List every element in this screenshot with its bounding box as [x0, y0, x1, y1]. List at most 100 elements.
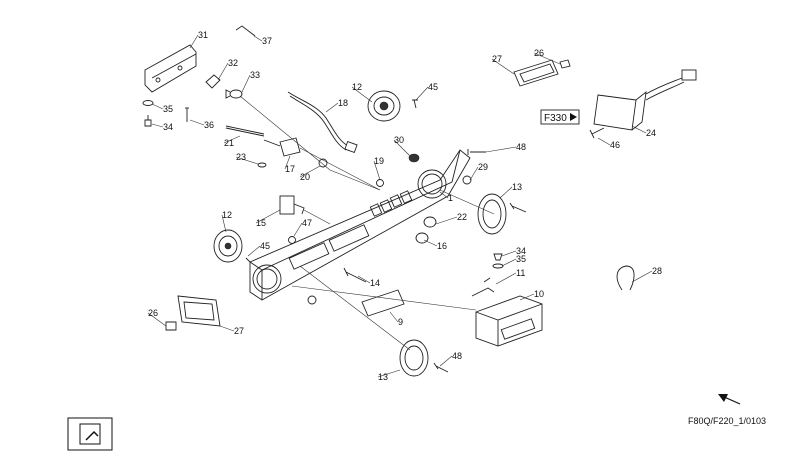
- callout-leader-21: [223, 135, 241, 144]
- callout-26: 26: [148, 308, 158, 318]
- callout-leader-26: [533, 52, 561, 65]
- callout-27: 27: [492, 54, 502, 64]
- callout-leader-26: [147, 312, 167, 327]
- callout-leader-46: [597, 137, 611, 146]
- callout-leader-27: [491, 58, 515, 75]
- callout-33: 33: [250, 70, 260, 80]
- callout-leader-20: [299, 165, 321, 178]
- knob-part-22: [423, 216, 437, 228]
- callout-24: 24: [646, 128, 656, 138]
- screw-part-48-middle: [509, 202, 527, 213]
- callout-15: 15: [256, 218, 266, 228]
- callout-34: 34: [163, 122, 173, 132]
- callout-9: 9: [398, 317, 403, 327]
- assembly-lines: [239, 95, 495, 351]
- dashboard-panel: [249, 149, 471, 301]
- callout-23: 23: [236, 152, 246, 162]
- nut-part-19: [376, 179, 384, 187]
- callout-leader-36: [189, 119, 205, 126]
- callout-leader-34: [501, 250, 517, 257]
- callout-leader-27: [219, 325, 235, 332]
- callout-19: 19: [374, 156, 384, 166]
- callout-32: 32: [228, 58, 238, 68]
- bulb-part-26-left: [165, 321, 177, 331]
- screw-part-48-bottom: [433, 362, 449, 373]
- callout-13: 13: [378, 372, 388, 382]
- callout-leader-1: [439, 191, 449, 199]
- callout-14: 14: [370, 278, 380, 288]
- nut-part-47: [288, 236, 296, 244]
- callout-12: 12: [222, 210, 232, 220]
- orientation-arrow: [718, 394, 741, 405]
- callout-leader-31: [189, 34, 199, 49]
- reference-box: F330: [540, 109, 580, 125]
- callout-36: 36: [204, 120, 214, 130]
- callout-34: 34: [516, 246, 526, 256]
- knob-part-16: [415, 232, 429, 244]
- speaker-part-12-left: [213, 229, 243, 263]
- callout-31: 31: [198, 30, 208, 40]
- washer-part-35-right: [492, 263, 504, 269]
- hex-key-part-37: [235, 25, 256, 37]
- callout-leader-11: [495, 272, 517, 285]
- nut-part-29: [462, 175, 472, 185]
- drawing-id: F80Q/F220_1/0103: [688, 416, 766, 426]
- callout-leader-35: [151, 103, 164, 110]
- callout-leader-18: [325, 102, 339, 113]
- callout-16: 16: [437, 241, 447, 251]
- callout-22: 22: [457, 212, 467, 222]
- reference-box-label: F330: [544, 113, 567, 124]
- callout-leader-32: [217, 62, 229, 81]
- cover-part-9: [361, 289, 405, 317]
- callout-leader-22: [435, 216, 458, 225]
- callout-10: 10: [534, 289, 544, 299]
- plug-part-30: [408, 153, 420, 163]
- callout-leader-48: [439, 355, 453, 367]
- manual-icon: [67, 417, 113, 451]
- callout-leader-9: [389, 311, 399, 323]
- callout-20: 20: [300, 172, 310, 182]
- callout-leader-34: [151, 123, 164, 128]
- callout-26: 26: [534, 48, 544, 58]
- screw-part-48-upper: [467, 149, 486, 155]
- callout-leader-13: [377, 369, 401, 378]
- washer-part-23: [257, 162, 267, 168]
- callout-leader-24: [631, 125, 647, 134]
- callout-30: 30: [394, 135, 404, 145]
- callout-37: 37: [262, 36, 272, 46]
- clip-part-28: [616, 265, 635, 291]
- bulb-part-26-top: [559, 59, 571, 69]
- switch-part-17: [263, 137, 301, 157]
- callout-29: 29: [478, 162, 488, 172]
- callout-13: 13: [512, 182, 522, 192]
- callout-leader-35: [501, 258, 517, 267]
- screw-part-36: [185, 107, 189, 122]
- radio-unit-part-10: [475, 295, 543, 347]
- nut-part-29-lower: [307, 295, 317, 305]
- callout-48: 48: [516, 142, 526, 152]
- screw-part-46: [589, 127, 605, 139]
- screw-part-45-top: [412, 99, 418, 109]
- callout-leader-19: [373, 160, 381, 181]
- callout-48: 48: [452, 351, 462, 361]
- washer-part-35: [142, 100, 154, 106]
- callout-27: 27: [234, 326, 244, 336]
- callout-leader-29: [469, 166, 479, 181]
- connector-part-24: [593, 69, 697, 131]
- callout-leader-13: [499, 186, 513, 199]
- screw-part-34-right: [493, 253, 503, 261]
- callout-leader-12: [351, 86, 373, 103]
- speaker-ring-part-13-right: [477, 193, 507, 235]
- callout-12: 12: [352, 82, 362, 92]
- callout-leader-48: [485, 146, 517, 153]
- rod-part-21: [225, 125, 265, 137]
- lamp-housing-part-27-top: [513, 59, 559, 87]
- callout-leader-12: [221, 214, 227, 233]
- callout-45: 45: [260, 241, 270, 251]
- callout-leader-45: [247, 245, 261, 257]
- callout-35: 35: [516, 254, 526, 264]
- callout-45: 45: [428, 82, 438, 92]
- screw-part-34: [144, 115, 152, 127]
